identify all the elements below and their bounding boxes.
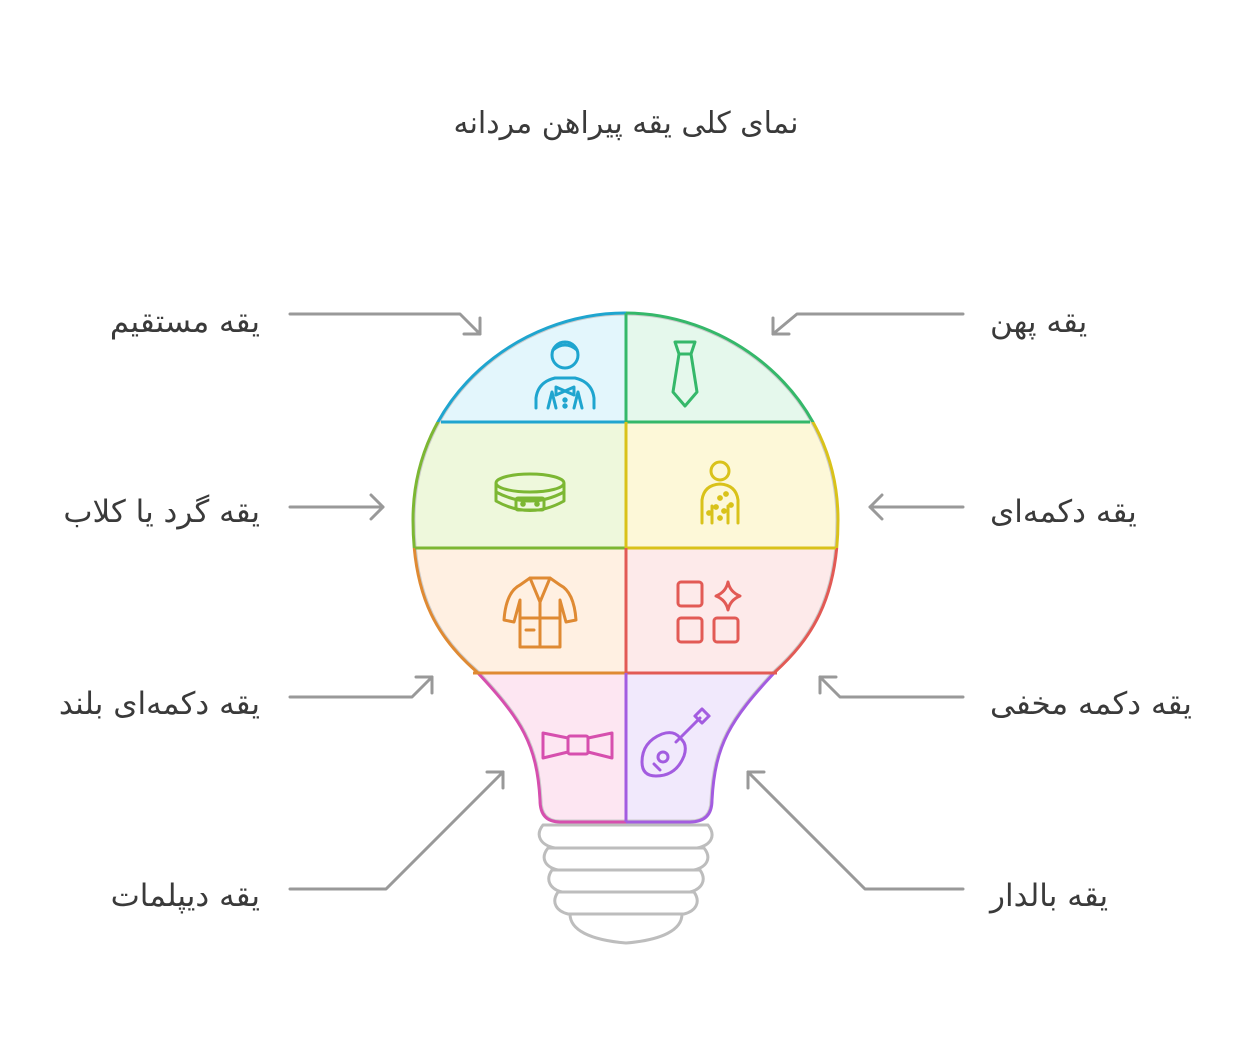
label-straight: یقه مستقیم [109,304,260,340]
collar-band-icon [494,472,566,512]
necktie-icon [671,340,699,408]
arrow-winged [746,770,965,891]
bulb-base [537,823,714,945]
bowtie-icon [541,731,614,760]
connector-arrows [288,312,965,891]
diagram-title: نمای کلی یقه پیراهن مردانه [453,106,799,141]
robe-icon [502,576,578,649]
arrow-straight [288,312,482,336]
label-diplomat: یقه دیپلمات [110,878,260,914]
arrow-tall-button [288,675,434,699]
label-tall-button: یقه دکمه‌ای بلند [58,686,260,722]
label-winged: یقه بالدار [990,878,1109,914]
guitar-icon [640,707,711,778]
businessman-bowtie-icon [534,340,596,410]
arrow-hidden-button [818,675,965,699]
segment-tall-button [413,548,626,673]
label-round: یقه گرد یا کلاب [63,494,260,530]
label-hidden-button: یقه دکمه مخفی [990,686,1192,722]
arrow-diplomat [288,770,505,891]
segment-button [626,422,838,548]
arrow-wide [771,312,965,336]
label-wide: یقه پهن [990,304,1088,340]
label-button: یقه دکمه‌ای [990,494,1137,530]
segment-round [413,422,626,548]
segment-hidden-button [626,548,838,673]
grid-sparkle-icon [676,580,742,644]
person-dots-icon [700,460,740,525]
segment-straight [413,313,626,422]
